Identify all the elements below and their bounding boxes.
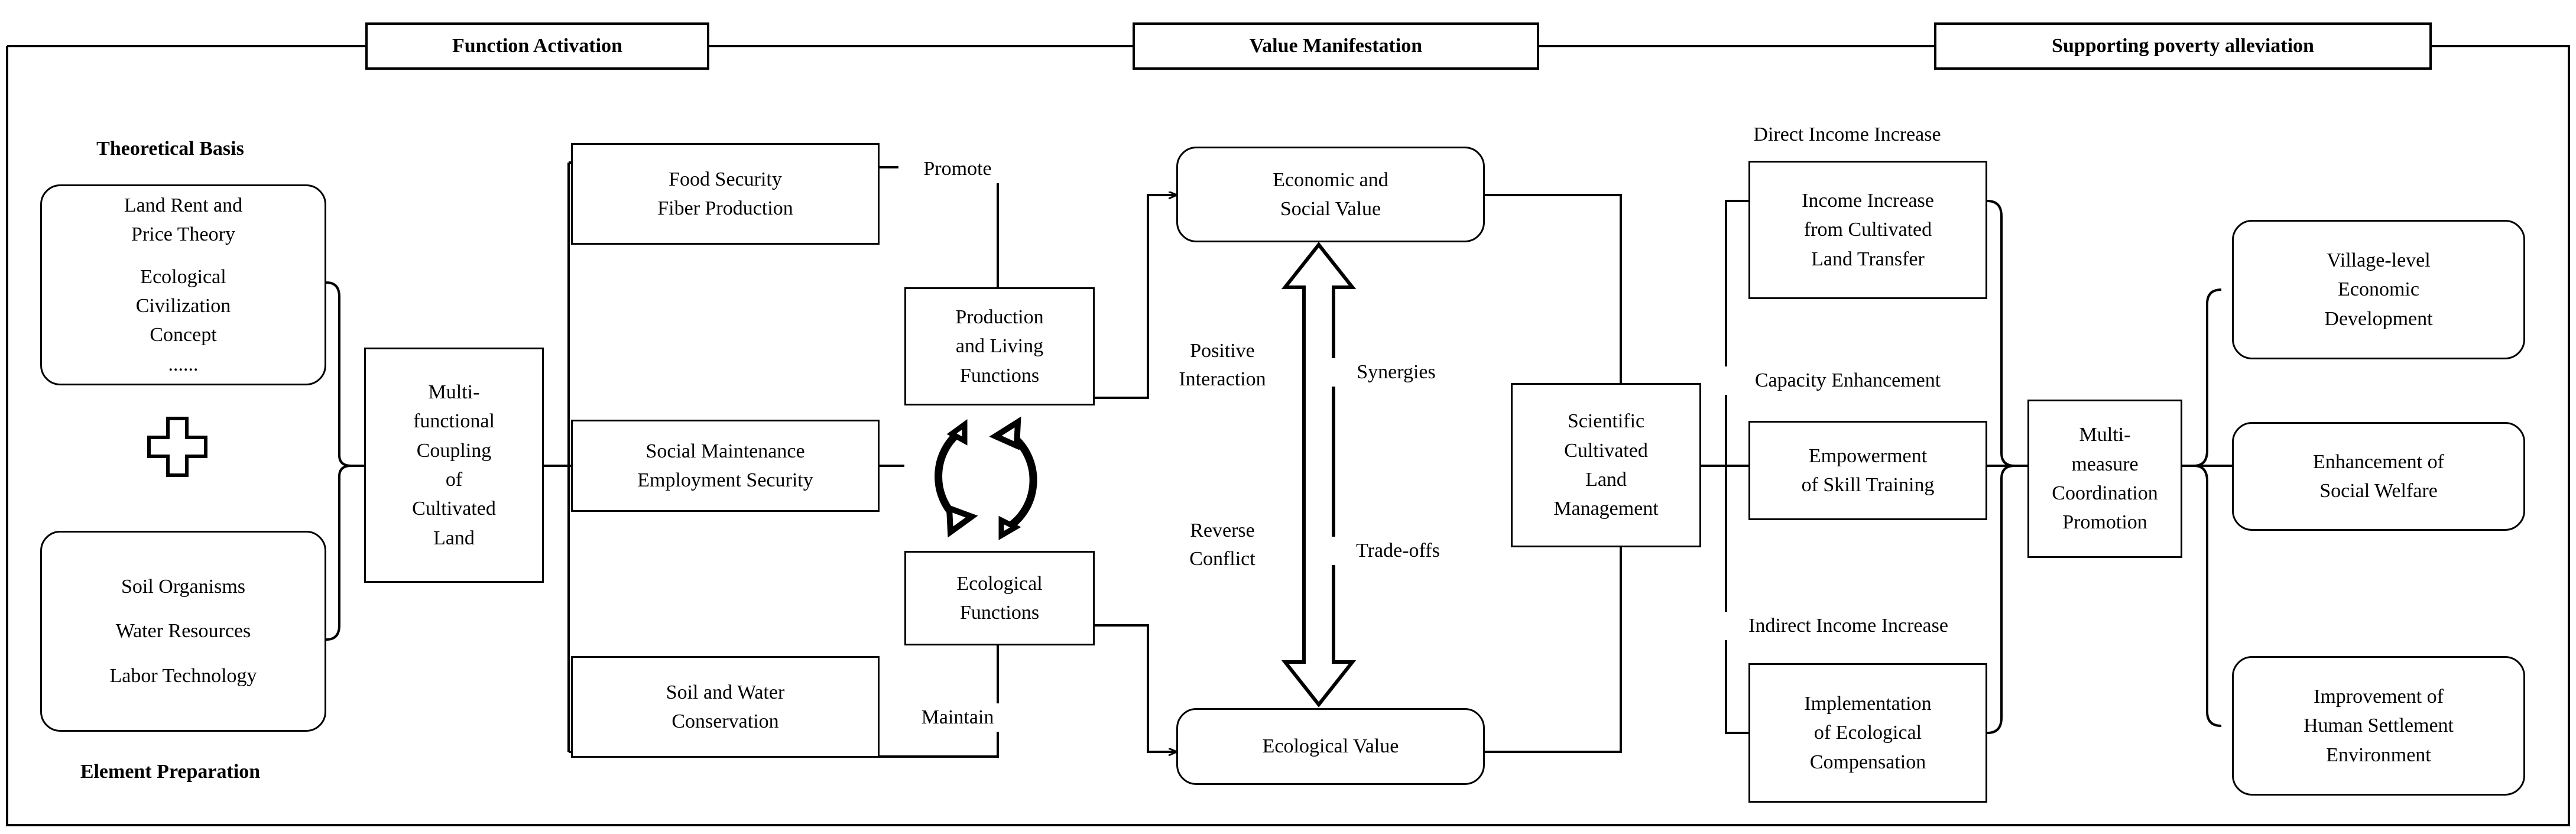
caption-element-preparation: Element Preparation <box>70 758 271 787</box>
plus-icon <box>144 414 210 483</box>
coupling-to-functions-connector <box>544 161 571 753</box>
soil-and-water-conservation-box[interactable]: Soil and Water Conservation <box>571 656 880 758</box>
economic-and-social-value-box[interactable]: Economic and Social Value <box>1176 147 1485 242</box>
phase-text: Supporting poverty alleviation <box>2052 35 2314 57</box>
empowerment-of-skill-training-box[interactable]: Empowerment of Skill Training <box>1748 421 1987 520</box>
edge-label-reverse-conflict: Reverse Conflict <box>1151 517 1293 574</box>
village-level-economic-development-box[interactable]: Village-level Economic Development <box>2232 220 2525 359</box>
ecological-functions-box[interactable]: Ecological Functions <box>904 551 1095 645</box>
left-brace-connector <box>326 281 364 641</box>
multi-measure-to-outcomes-connector <box>2182 288 2232 727</box>
income-increase-from-cultivated-land-transfer-box[interactable]: Income Increase from Cultivated Land Tra… <box>1748 161 1987 299</box>
phase-label-value-manifestation: Value Manifestation <box>1133 22 1539 70</box>
ecological-value-to-scientific-management-connector <box>1485 532 1622 753</box>
caption-indirect-income-increase: Indirect Income Increase <box>1702 612 1994 641</box>
implementation-of-ecological-compensation-box[interactable]: Implementation of Ecological Compensatio… <box>1748 663 1987 803</box>
income-boxes-to-multi-measure-connector <box>1987 200 2027 734</box>
edge-label-promote: Promote <box>898 155 1017 184</box>
theoretical-basis-box[interactable]: Land Rent and Price Theory Ecological Ci… <box>40 184 326 385</box>
soil-water-to-ecological-functions-connector <box>880 645 999 758</box>
ecological-value-box[interactable]: Ecological Value <box>1176 708 1485 785</box>
enhancement-of-social-welfare-box[interactable]: Enhancement of Social Welfare <box>2232 422 2525 531</box>
scientific-management-to-income-boxes-connector <box>1701 200 1748 734</box>
food-security-box[interactable]: Food Security Fiber Production <box>571 143 880 245</box>
caption-capacity-enhancement: Capacity Enhancement <box>1707 366 1988 395</box>
economic-value-to-scientific-management-connector <box>1485 194 1622 399</box>
caption-direct-income-increase: Direct Income Increase <box>1708 121 1986 150</box>
ecological-functions-to-ecological-value-connector <box>1095 624 1176 752</box>
edge-label-positive-interaction: Positive Interaction <box>1151 337 1293 394</box>
multifunctional-coupling-box[interactable]: Multi- functional Coupling of Cultivated… <box>364 348 544 583</box>
phase-text: Value Manifestation <box>1249 35 1423 57</box>
caption-theoretical-basis: Theoretical Basis <box>82 135 259 164</box>
edge-label-maintain: Maintain <box>898 703 1017 732</box>
phase-text: Function Activation <box>452 35 623 57</box>
phase-label-supporting-poverty-alleviation: Supporting poverty alleviation <box>1934 22 2432 70</box>
edge-label-synergies: Synergies <box>1331 358 1461 387</box>
social-maintenance-box[interactable]: Social Maintenance Employment Security <box>571 420 880 512</box>
food-security-to-production-living-connector <box>880 166 999 287</box>
improvement-of-human-settlement-environment-box[interactable]: Improvement of Human Settlement Environm… <box>2232 656 2525 796</box>
phase-label-function-activation: Function Activation <box>365 22 709 70</box>
edge-label-trade-offs: Trade-offs <box>1330 537 1466 566</box>
multi-measure-coordination-promotion-box[interactable]: Multi- measure Coordination Promotion <box>2027 400 2182 558</box>
element-preparation-box[interactable]: Soil Organisms Water Resources Labor Tec… <box>40 531 326 732</box>
scientific-cultivated-land-management-box[interactable]: Scientific Cultivated Land Management <box>1511 383 1701 547</box>
bidirectional-arrow-icon <box>1280 241 1357 711</box>
production-and-living-functions-box[interactable]: Production and Living Functions <box>904 287 1095 405</box>
cycle-arrows-icon <box>928 414 1076 547</box>
